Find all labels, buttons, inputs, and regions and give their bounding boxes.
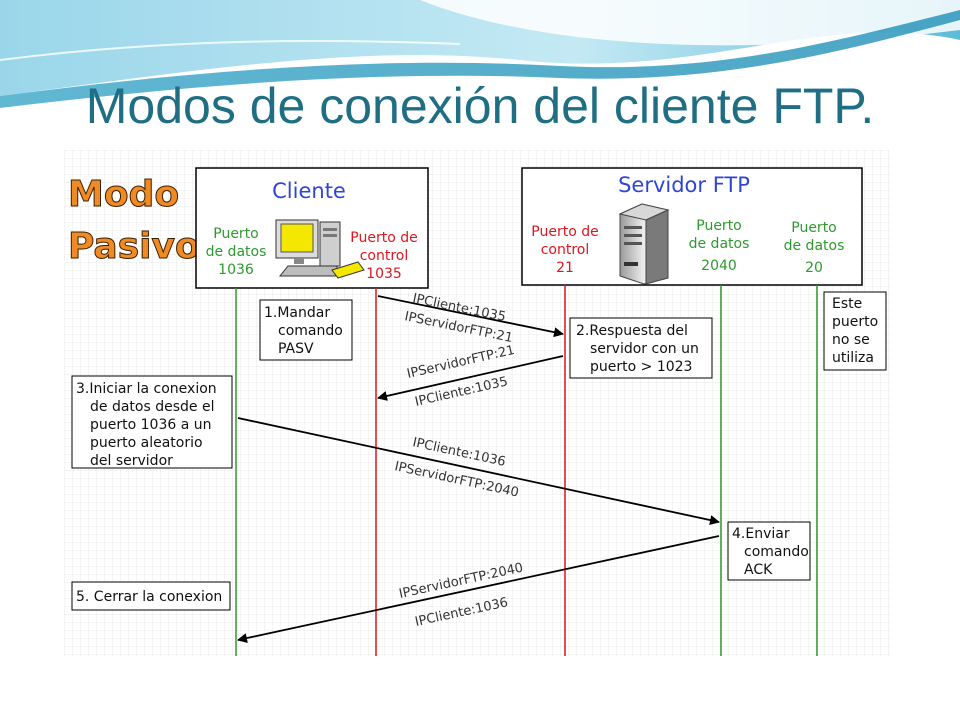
svg-text:de datos: de datos (689, 236, 750, 252)
svg-text:comando: comando (278, 323, 343, 339)
server-box: Servidor FTP Puerto de control 21 Puerto… (521, 167, 863, 286)
svg-text:1036: 1036 (218, 262, 254, 278)
svg-text:comando: comando (744, 544, 809, 560)
server-data-port-20-label: Puerto de datos 20 (784, 220, 845, 276)
computer-icon (275, 219, 365, 279)
svg-text:puerto > 1023: puerto > 1023 (590, 359, 692, 375)
header-wave-white (420, 0, 960, 46)
svg-text:1.Mandar: 1.Mandar (264, 305, 330, 321)
arrow-data-connection (237, 417, 720, 525)
arrow-pasv-response (377, 355, 564, 401)
step-1-box: 1.Mandar comando PASV (259, 299, 353, 361)
svg-text:ACK: ACK (744, 562, 773, 578)
svg-text:2.Respuesta del: 2.Respuesta del (576, 323, 688, 339)
server-data-port-2040-label: Puerto de datos 2040 (689, 218, 750, 274)
svg-text:no se: no se (832, 332, 870, 348)
mode-label-line2: Pasivo (68, 226, 200, 267)
step-2-box: 2.Respuesta del servidor con un puerto >… (569, 317, 713, 379)
client-box: Cliente Puerto de datos 1036 Puerto de c… (195, 167, 429, 289)
arrow-ack-close (237, 535, 720, 643)
client-control-port-label: Puerto de control 1035 (350, 230, 417, 282)
svg-text:puerto 1036 a un: puerto 1036 a un (90, 417, 212, 433)
svg-text:servidor con un: servidor con un (590, 341, 699, 357)
svg-text:5. Cerrar la conexion: 5. Cerrar la conexion (76, 589, 222, 605)
svg-text:Puerto: Puerto (696, 218, 742, 234)
svg-text:20: 20 (805, 260, 823, 276)
mode-label: Modo Pasivo (68, 174, 201, 268)
arrow-pasv-request (377, 295, 564, 338)
mode-label-line1: Modo (68, 174, 179, 215)
svg-text:de datos desde el: de datos desde el (90, 399, 214, 415)
svg-text:puerto: puerto (832, 314, 878, 330)
svg-text:puerto aleatorio: puerto aleatorio (90, 435, 203, 451)
header-wave-dark (0, 10, 960, 108)
server-tower-icon (618, 203, 670, 285)
svg-text:4.Enviar: 4.Enviar (732, 526, 790, 542)
svg-text:Puerto de: Puerto de (350, 230, 417, 246)
svg-text:del servidor: del servidor (90, 453, 173, 469)
lifelines (235, 285, 818, 656)
ftp-passive-diagram: Modo Pasivo Cliente Puerto de datos 1036… (64, 150, 890, 656)
svg-text:3.Iniciar la conexion: 3.Iniciar la conexion (76, 381, 217, 397)
svg-text:Puerto: Puerto (791, 220, 837, 236)
step-4-box: 4.Enviar comando ACK (727, 521, 811, 581)
client-title: Cliente (272, 179, 346, 203)
svg-text:2040: 2040 (701, 258, 737, 274)
svg-text:Puerto: Puerto (213, 226, 259, 242)
svg-text:Puerto de: Puerto de (531, 224, 598, 240)
svg-text:utiliza: utiliza (832, 350, 874, 366)
server-control-port-label: Puerto de control 21 (531, 224, 598, 276)
slide-title: Modos de conexión del cliente FTP. (85, 78, 875, 134)
unused-port-note: Este puerto no se utiliza (823, 291, 887, 371)
svg-text:PASV: PASV (278, 341, 314, 357)
svg-text:control: control (360, 248, 409, 264)
step-3-box: 3.Iniciar la conexion de datos desde el … (71, 375, 233, 469)
svg-text:Este: Este (832, 296, 862, 312)
svg-text:21: 21 (556, 260, 574, 276)
svg-text:1035: 1035 (366, 266, 402, 282)
svg-text:de datos: de datos (206, 244, 267, 260)
client-data-port-label: Puerto de datos 1036 (206, 226, 267, 278)
svg-text:de datos: de datos (784, 238, 845, 254)
server-title: Servidor FTP (618, 173, 750, 197)
step-5-box: 5. Cerrar la conexion (71, 581, 231, 611)
svg-text:control: control (541, 242, 590, 258)
